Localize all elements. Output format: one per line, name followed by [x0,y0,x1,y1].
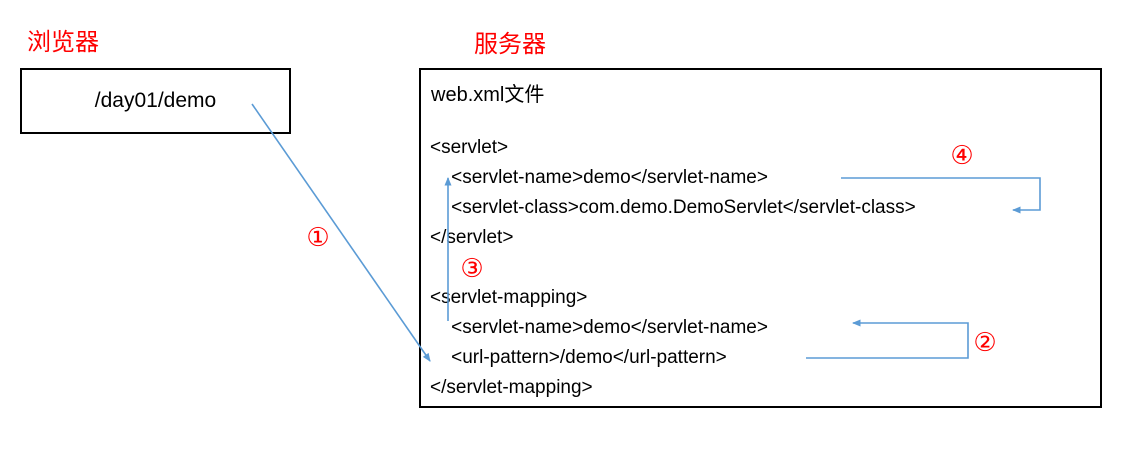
code-line: <servlet-class>com.demo.DemoServlet</ser… [430,197,916,218]
code-line: </servlet> [430,227,514,248]
request-path: /day01/demo [94,89,217,112]
code-line: <servlet-name>demo</servlet-name> [430,167,768,188]
webxml-file-label: web.xml文件 [431,84,545,106]
annotation-label: ② [973,328,997,358]
annotation-label: ④ [950,141,974,171]
code-line: <servlet-name>demo</servlet-name> [430,317,768,338]
server-title: 服务器 [474,30,546,58]
annotation-label: ① [306,223,330,253]
code-line: </servlet-mapping> [430,377,593,398]
code-line: <servlet> [430,137,509,158]
code-line: <url-pattern>/demo</url-pattern> [430,347,727,368]
code-line: <servlet-mapping> [430,287,588,308]
arrow-1-request-to-urlpattern [251,103,431,362]
webxml-code-block: <servlet> <servlet-name>demo</servlet-na… [430,133,916,403]
server-box [419,68,1102,408]
code-line [430,253,916,283]
annotation-label: ③ [460,254,484,284]
browser-box: /day01/demo [20,68,291,134]
browser-title: 浏览器 [27,28,99,56]
